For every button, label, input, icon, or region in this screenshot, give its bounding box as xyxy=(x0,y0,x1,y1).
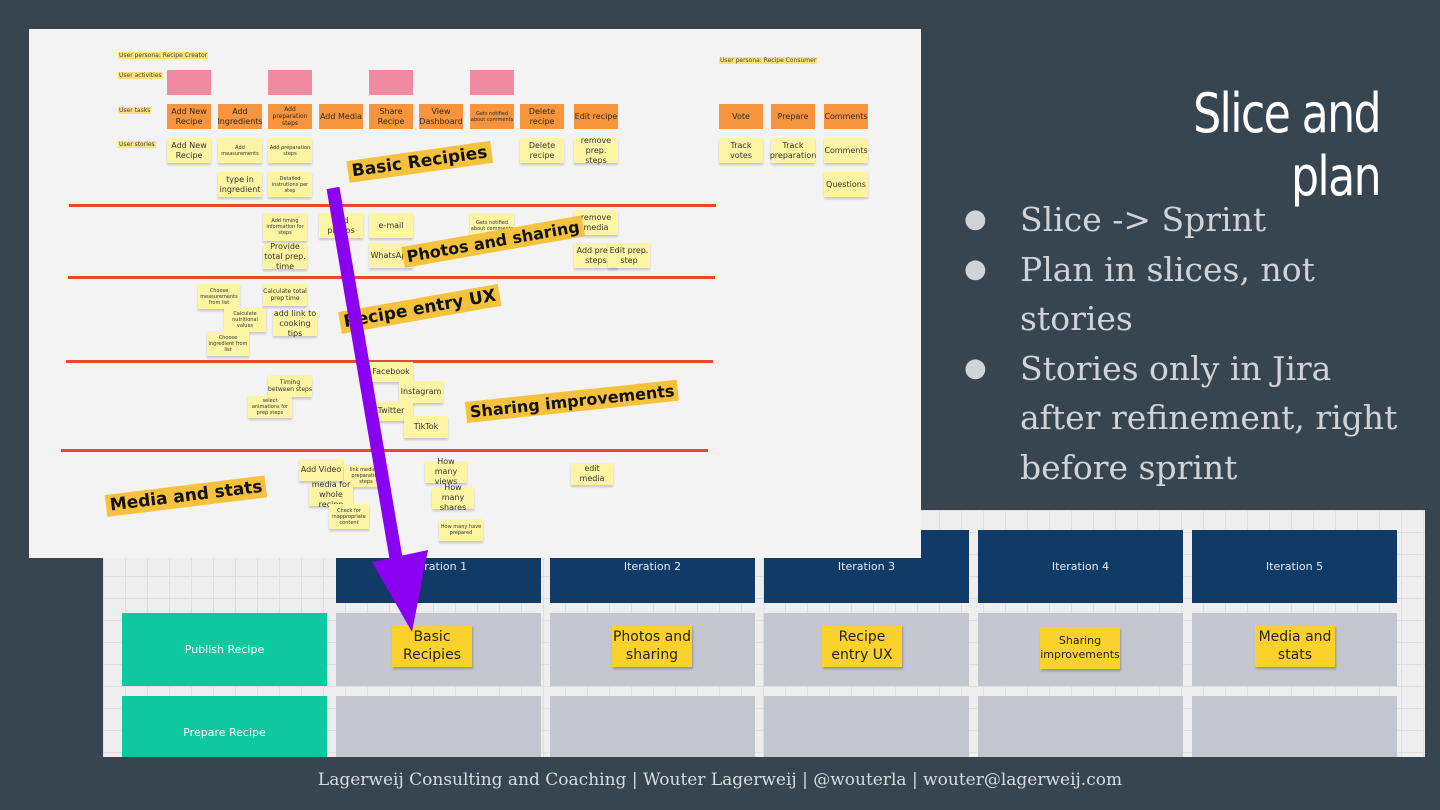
story-note: Track preparation xyxy=(770,138,816,163)
story-note: Facebook xyxy=(369,362,413,382)
bullet-list: ● Slice -> Sprint ● Plan in slices, not st… xyxy=(960,195,1400,492)
task-note: Add New Recipe xyxy=(167,104,211,129)
task-note: Comments xyxy=(824,104,868,129)
persona-label: User persona: Recipe Creator xyxy=(118,52,209,59)
story-note: Add timing information for steps xyxy=(263,213,307,241)
board-cell xyxy=(550,696,755,757)
story-note: Twitter xyxy=(369,401,413,421)
row-label: User stories xyxy=(118,141,156,148)
story-note: Delete recipe xyxy=(520,138,564,163)
story-map: User persona: Recipe Creator User activi… xyxy=(29,29,921,558)
story-note: Add preparation steps xyxy=(268,138,312,163)
task-note: Gets notified about comments xyxy=(470,104,514,129)
story-note: e-mail xyxy=(369,213,413,238)
story-note: Track votes xyxy=(719,138,763,163)
board-cell xyxy=(764,696,969,757)
bullet-text: Slice -> Sprint xyxy=(1020,200,1267,239)
story-note: Instagram xyxy=(399,381,443,403)
bullet-item: ● Slice -> Sprint xyxy=(960,195,1400,245)
task-note: View Dashboard xyxy=(419,104,463,129)
story-note: Calculate total prep time xyxy=(263,284,307,306)
slice-note[interactable]: Sharing improvements xyxy=(1040,627,1120,669)
slice-line xyxy=(66,360,713,363)
story-note: TikTok xyxy=(404,416,448,438)
slice-note[interactable]: Media and stats xyxy=(1255,625,1335,667)
slice-note[interactable]: Recipe entry UX xyxy=(822,625,902,667)
story-note: Add measurements xyxy=(218,138,262,163)
story-note: How many shares xyxy=(432,483,474,512)
footer: Lagerweij Consulting and Coaching | Wout… xyxy=(317,770,1123,790)
story-note: Choose ingredient from list xyxy=(207,331,249,356)
task-note: Edit recipe xyxy=(574,104,618,129)
story-note: edit media xyxy=(571,463,613,485)
story-note: type in ingredient xyxy=(218,172,262,197)
activity-note xyxy=(369,70,413,95)
task-note: Add preparation steps xyxy=(268,104,312,129)
row-label: User activities xyxy=(118,72,163,79)
task-note: Add Ingredients xyxy=(217,104,263,129)
story-note: Timing between steps xyxy=(268,375,312,397)
persona-label: User persona: Recipe Consumer xyxy=(719,57,818,64)
row-header-prepare-recipe: Prepare Recipe xyxy=(122,696,327,757)
activity-note xyxy=(268,70,312,95)
activity-note xyxy=(167,70,211,95)
arrow-shaft xyxy=(326,186,405,572)
bullet-dot-icon: ● xyxy=(964,204,987,234)
task-note: Vote xyxy=(719,104,763,129)
activity-note xyxy=(470,70,514,95)
story-note: Check for inappropriate content xyxy=(329,504,369,529)
task-note: Share Recipe xyxy=(369,104,413,129)
task-note: Add Media xyxy=(319,104,363,129)
story-note: Edit prep. step xyxy=(608,243,650,268)
story-note: Add Video xyxy=(299,459,343,481)
story-note: How many views xyxy=(425,457,467,486)
task-note: Delete recipe xyxy=(520,104,564,129)
row-header-publish-recipe: Publish Recipe xyxy=(122,613,327,686)
arrow-head xyxy=(372,550,428,632)
story-note: Calculate nutritional values xyxy=(224,307,266,332)
board-cell xyxy=(336,696,541,757)
board-cell xyxy=(978,696,1183,757)
story-note: Add New Recipe xyxy=(167,138,211,163)
slice-note[interactable]: Basic Recipies xyxy=(392,625,472,667)
bullet-item: ● Stories only in Jira after refinement, … xyxy=(960,344,1400,493)
row-label: User tasks xyxy=(118,107,152,114)
story-note: select animations for prep steps xyxy=(248,396,292,418)
bullet-item: ● Plan in slices, not stories xyxy=(960,245,1400,344)
story-note: remove prep. steps xyxy=(574,136,618,165)
slice-line xyxy=(61,449,708,452)
board-cell xyxy=(1192,696,1397,757)
slice-line xyxy=(69,204,716,207)
slice-note[interactable]: Photos and sharing xyxy=(612,625,692,667)
iteration-header: Iteration 5 xyxy=(1192,530,1397,603)
iteration-header: Iteration 4 xyxy=(978,530,1183,603)
story-note: How many have prepared xyxy=(439,519,483,541)
story-note: Detailed instrutions per step xyxy=(268,172,312,197)
bullet-text: Plan in slices, not stories xyxy=(1020,249,1315,339)
bullet-text: Stories only in Jira after refinement, r… xyxy=(1020,348,1398,487)
story-note: Comments xyxy=(824,138,868,163)
slide-title: Slice and plan xyxy=(1193,82,1382,208)
story-note: Provide total prep. time xyxy=(263,241,307,271)
story-note: Questions xyxy=(824,172,868,197)
bullet-dot-icon: ● xyxy=(964,253,987,284)
story-note: Choose measurements from list xyxy=(198,284,240,309)
task-note: Prepare xyxy=(771,104,815,129)
story-note: add link to cooking tips xyxy=(273,308,317,338)
bullet-dot-icon: ● xyxy=(964,352,987,383)
slice-line xyxy=(68,276,715,279)
